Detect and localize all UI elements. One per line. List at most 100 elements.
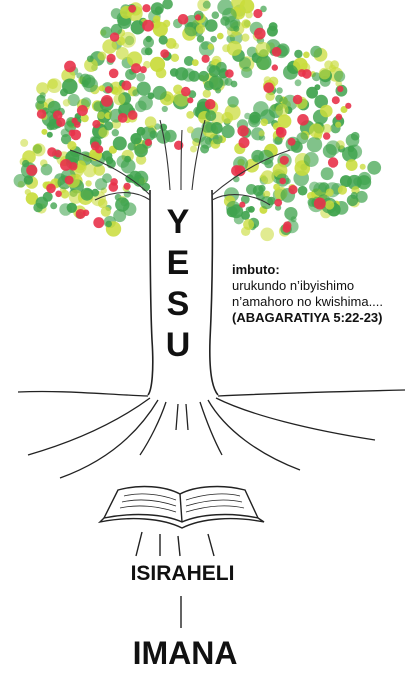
leaf-cluster [33, 203, 43, 213]
leaf-cluster [67, 141, 76, 150]
fruit [128, 5, 136, 13]
fruit [283, 221, 291, 229]
leaf-cluster [106, 156, 114, 164]
leaf-cluster [159, 35, 168, 44]
leaf-cluster [101, 207, 111, 217]
fruit [274, 199, 282, 207]
leaf-cluster [136, 73, 145, 82]
fruit [145, 139, 152, 146]
tree-roots [28, 398, 375, 478]
leaf-cluster [128, 142, 136, 150]
leaf-cluster [322, 124, 332, 134]
leaf-cluster [41, 129, 47, 135]
leaf-cluster [209, 65, 221, 77]
fruit [195, 14, 201, 20]
leaf-cluster [273, 184, 280, 191]
fruit [272, 47, 282, 57]
leaf-cluster [357, 175, 371, 189]
leaf-cluster [137, 127, 146, 136]
leaf-cluster [222, 125, 235, 138]
leaf-cluster [233, 26, 239, 32]
god-label: IMANA [0, 635, 370, 672]
fruits-heading: imbuto: [232, 262, 412, 278]
fruit [297, 114, 309, 126]
leaf-cluster [351, 132, 360, 141]
trunk-letter-y: Y [158, 205, 198, 239]
fruits-caption: imbuto: urukundo n’ibyishimo n’amahoro n… [232, 262, 412, 326]
leaf-cluster [210, 36, 217, 43]
leaf-cluster [63, 99, 70, 106]
leaf-cluster [284, 207, 297, 220]
leaf-cluster [151, 2, 164, 15]
leaf-cluster [335, 122, 341, 128]
leaf-cluster [222, 112, 234, 124]
leaf-cluster [326, 140, 341, 155]
leaf-cluster [83, 164, 96, 177]
leaf-cluster [192, 59, 199, 66]
leaf-cluster [310, 46, 322, 58]
fruit [225, 69, 234, 78]
leaf-cluster [205, 19, 218, 32]
fruit [55, 191, 62, 198]
fruit [288, 138, 296, 146]
leaf-cluster [239, 57, 251, 69]
leaf-cluster [217, 33, 224, 40]
fruit [107, 54, 116, 63]
fruit [55, 150, 62, 157]
fruit [46, 184, 56, 194]
leaf-cluster [326, 189, 334, 197]
leaf-cluster [170, 68, 179, 77]
leaf-cluster [87, 56, 94, 63]
leaf-cluster [321, 167, 334, 180]
leaf-cluster [298, 186, 308, 196]
leaf-cluster [145, 116, 157, 128]
leaf-cluster [248, 115, 260, 127]
leaf-cluster [104, 121, 113, 130]
leaf-cluster [205, 110, 216, 121]
trunk-letter-u: U [158, 328, 198, 362]
leaf-cluster [325, 200, 334, 209]
ground-line [18, 390, 405, 396]
leaf-cluster [41, 164, 53, 176]
leaf-cluster [347, 195, 358, 206]
leaf-cluster [241, 34, 249, 42]
leaf-cluster [314, 84, 320, 90]
leaf-cluster [105, 221, 112, 228]
leaf-cluster [113, 136, 127, 150]
leaf-cluster [99, 85, 105, 91]
leaf-cluster [340, 175, 352, 187]
fruit [131, 63, 141, 73]
leaf-cluster [162, 0, 173, 9]
leaf-cluster [319, 68, 331, 80]
trunk-letter-e: E [158, 246, 198, 280]
fruit [272, 64, 278, 70]
leaf-cluster [227, 96, 238, 107]
fruit [181, 87, 191, 97]
leaf-cluster [162, 106, 168, 112]
leaf-cluster [114, 93, 126, 105]
leaf-cluster [153, 86, 167, 100]
leaf-cluster [120, 198, 128, 206]
fruit [60, 159, 72, 171]
fruit [187, 97, 193, 103]
leaf-cluster [212, 11, 220, 19]
fruit [205, 99, 216, 110]
trunk-letter-s: S [158, 287, 198, 321]
leaf-cluster [267, 26, 278, 37]
leaf-cluster [113, 209, 126, 222]
fruit [142, 4, 150, 12]
leaf-cluster [283, 65, 298, 80]
leaf-cluster [98, 52, 107, 61]
fruit [110, 32, 119, 41]
leaf-cluster [95, 178, 107, 190]
leaf-cluster [197, 35, 204, 42]
fruit [160, 49, 169, 58]
fruit [332, 96, 340, 104]
leaf-cluster [307, 137, 322, 152]
fruit [142, 20, 154, 32]
leaf-cluster [187, 126, 194, 133]
leaf-cluster [203, 1, 211, 9]
leaf-cluster [226, 201, 240, 215]
leaf-cluster [198, 71, 209, 82]
leaf-cluster [69, 190, 83, 204]
